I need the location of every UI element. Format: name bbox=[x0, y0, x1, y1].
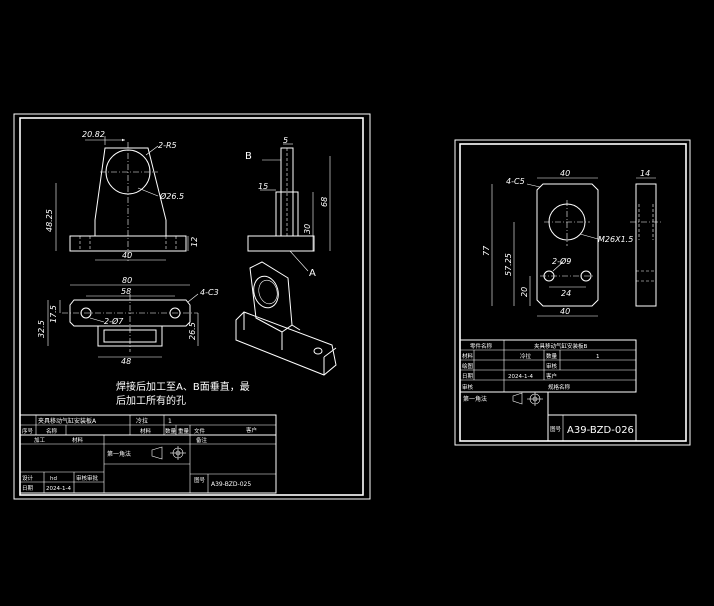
dim-plan-holes: 2-Ø7 bbox=[104, 316, 124, 326]
dim-plan-58: 58 bbox=[121, 287, 131, 296]
sheet-a: 20.82 2-R5 Ø26.5 48.25 40 12 5 15 30 68 bbox=[13, 113, 371, 500]
tb-a-h-material-2: 材料 bbox=[72, 436, 84, 444]
isometric-view bbox=[235, 261, 337, 376]
tb-a-drawing-no-label: 图号 bbox=[194, 476, 206, 484]
datum-b-label: B bbox=[245, 151, 252, 162]
sheet-b-inner-border bbox=[459, 143, 687, 442]
tb-b-drawing-no: A39-BZD-026 bbox=[567, 425, 634, 436]
tb-a-review-label: 审核审批 bbox=[76, 474, 99, 482]
tb-a-h-seq: 序号 bbox=[22, 427, 34, 435]
tb-a-process: 冷拉 bbox=[136, 417, 148, 425]
tb-a-designer-label: 设计 bbox=[22, 474, 34, 482]
dim-b-hole-h: 20 bbox=[520, 287, 529, 297]
tb-a-h-count: 数量 bbox=[165, 427, 177, 435]
sheet-a-outer-border bbox=[13, 113, 371, 500]
note-line-2: 后加工所有的孔 bbox=[116, 394, 186, 407]
tb-b-approve-label: 审核 bbox=[462, 383, 474, 391]
tb-a-h-process: 加工 bbox=[34, 436, 46, 444]
dim-b-thickness: 14 bbox=[640, 169, 650, 178]
dim-fillet: 2-R5 bbox=[158, 141, 177, 150]
note-line-1: 焊接后加工至A、B面垂直，最 bbox=[116, 380, 250, 393]
dim-b-hole-sp: 24 bbox=[561, 289, 571, 298]
tb-a-h-file: 文件 bbox=[194, 427, 206, 435]
tb-b-date: 2024-1-4 bbox=[508, 374, 533, 380]
plan-view: 80 58 4-C3 2-Ø7 48 32.5 17.5 26.5 bbox=[37, 276, 219, 366]
dim-top-width: 20.82 bbox=[82, 130, 105, 139]
front-view: 20.82 2-R5 Ø26.5 48.25 40 12 bbox=[45, 130, 199, 262]
tb-a-date-label: 日期 bbox=[22, 485, 34, 492]
tb-a-h-customer: 客户 bbox=[246, 426, 257, 434]
dim-side-5: 5 bbox=[283, 136, 288, 145]
dim-b-chamfer: 4-C5 bbox=[506, 177, 525, 186]
tb-b-spec-label: 规格名称 bbox=[548, 383, 571, 391]
dim-plan-chamfer: 4-C3 bbox=[200, 288, 219, 297]
dim-b-thread: M26X1.5 bbox=[598, 235, 633, 244]
tb-b-material: 冷拉 bbox=[520, 352, 532, 360]
dim-side-15: 15 bbox=[258, 182, 268, 191]
tb-b-drawing-no-label: 图号 bbox=[550, 425, 562, 433]
tb-a-h-material: 材料 bbox=[140, 427, 152, 435]
tb-b-client-label: 客户 bbox=[546, 372, 557, 380]
title-block-b: 零件名称 夹具移动气缸安装板B 材料 冷拉 数量 1 绘图 审核 日期 2024… bbox=[459, 339, 637, 442]
projection-symbol-icon bbox=[151, 446, 186, 460]
dim-base-width: 40 bbox=[122, 251, 132, 260]
dim-plan-80: 80 bbox=[122, 276, 132, 285]
dim-base-h: 12 bbox=[190, 237, 199, 247]
dim-side-68: 68 bbox=[320, 197, 329, 207]
tb-b-first-angle: 第一角法 bbox=[463, 395, 487, 403]
dim-plan-32-5: 32.5 bbox=[37, 320, 46, 338]
side-view: 5 15 30 68 B A bbox=[245, 136, 331, 279]
sheet-b: 40 4-C5 M26X1.5 77 57.25 20 2-Ø9 24 40 bbox=[454, 139, 691, 446]
tb-b-date-label: 日期 bbox=[462, 373, 474, 380]
tb-a-qty: 1 bbox=[168, 418, 172, 425]
dim-bore: Ø26.5 bbox=[159, 191, 184, 201]
dim-side-30: 30 bbox=[303, 224, 312, 234]
dim-b-center: 57.25 bbox=[504, 253, 513, 276]
plate-side-view: 14 bbox=[630, 169, 662, 307]
tb-b-material-label: 材料 bbox=[462, 352, 474, 360]
dim-plan-17-5: 17.5 bbox=[49, 305, 58, 323]
dim-b-holes: 2-Ø9 bbox=[552, 256, 571, 266]
tb-a-drawing-no: A39-BZD-025 bbox=[211, 481, 251, 488]
title-block-a: 夹具移动气缸安装板A 冷拉 1 序号 名称 材料 数量 重量 文件 加工 材料 … bbox=[19, 414, 277, 494]
sheet-b-outer-border bbox=[454, 139, 691, 446]
tb-b-drawer-label: 绘图 bbox=[462, 362, 474, 370]
tb-b-part-label: 零件名称 bbox=[470, 342, 493, 350]
tb-b-check-label: 审核 bbox=[546, 362, 558, 370]
tb-a-first-angle: 第一角法 bbox=[107, 450, 131, 458]
tb-a-h-spec: 备注 bbox=[196, 436, 208, 444]
tb-a-date-value: 2024-1-4 bbox=[46, 486, 71, 492]
projection-symbol-icon-b bbox=[512, 392, 543, 406]
sheet-a-inner-border bbox=[19, 117, 364, 496]
dim-plan-48: 48 bbox=[121, 357, 131, 366]
dim-height: 48.25 bbox=[45, 209, 54, 232]
dim-b-top-40: 40 bbox=[560, 169, 570, 178]
dim-b-height: 77 bbox=[482, 245, 491, 256]
dim-b-bottom-40: 40 bbox=[560, 307, 570, 316]
tb-a-designer-value: hd bbox=[50, 476, 57, 482]
dim-plan-26-5: 26.5 bbox=[188, 322, 197, 340]
tb-a-part-name: 夹具移动气缸安装板A bbox=[38, 417, 97, 425]
tb-a-h-weight: 重量 bbox=[178, 427, 190, 435]
tb-b-qty: 1 bbox=[596, 354, 600, 360]
tb-b-part-name: 夹具移动气缸安装板B bbox=[534, 342, 588, 350]
tb-a-h-name: 名称 bbox=[46, 427, 58, 435]
plate-front-view: 40 4-C5 M26X1.5 77 57.25 20 2-Ø9 24 40 bbox=[482, 169, 633, 317]
tb-b-qty-label: 数量 bbox=[546, 352, 558, 360]
datum-a-label: A bbox=[309, 268, 316, 279]
